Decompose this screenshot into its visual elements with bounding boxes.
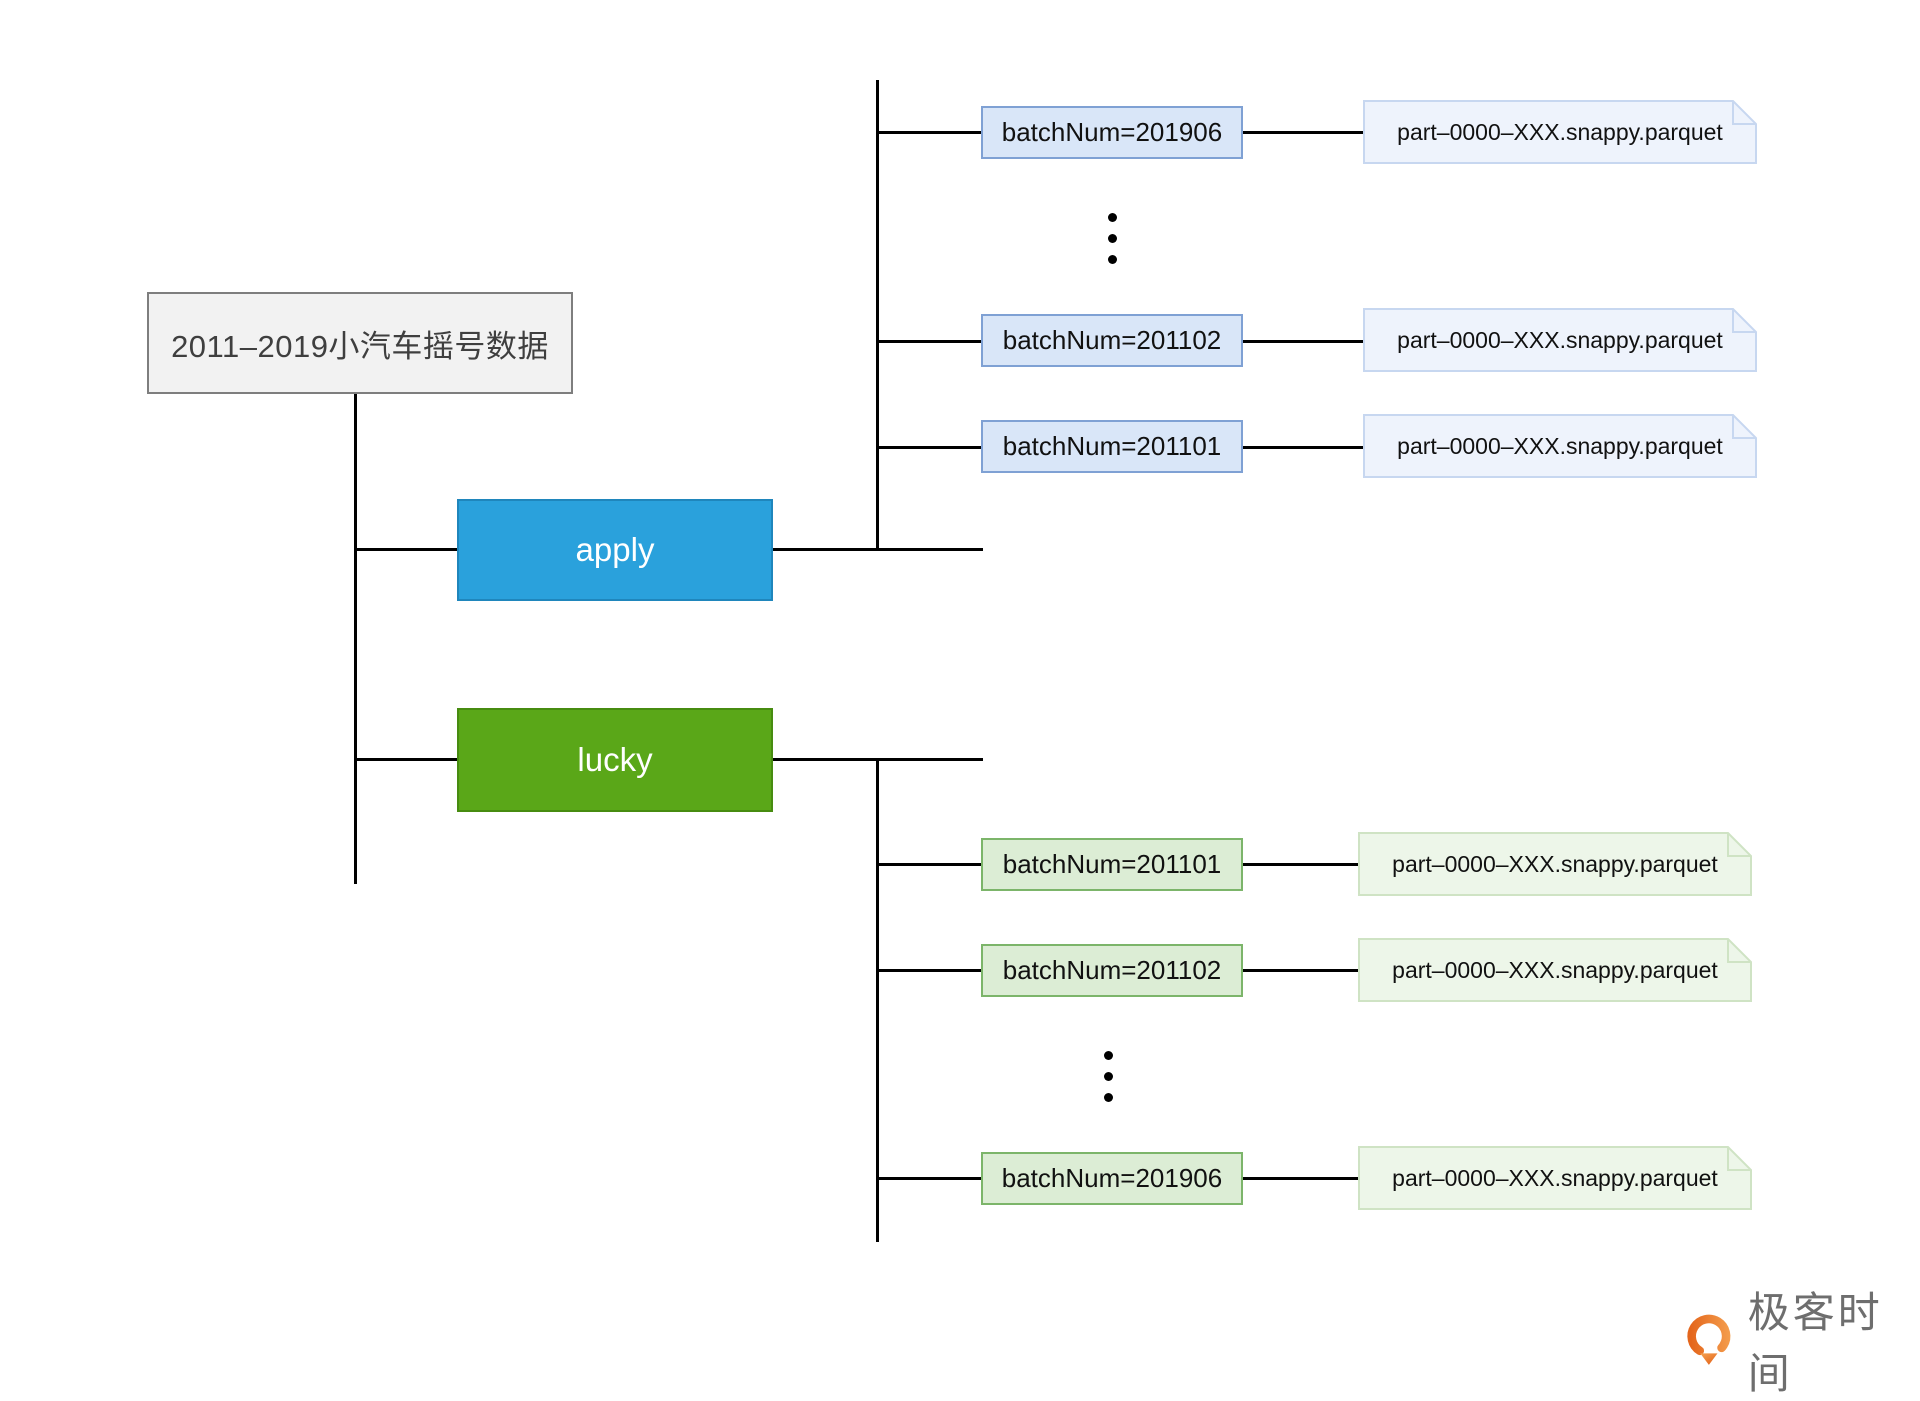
file-name-label: part–0000–XXX.snappy.parquet xyxy=(1392,956,1718,983)
file-name-label: part–0000–XXX.snappy.parquet xyxy=(1392,850,1718,877)
vertical-ellipsis-icon xyxy=(1104,1051,1113,1102)
lucky-file-connector-1 xyxy=(1243,863,1358,866)
lucky-spine-line xyxy=(876,758,879,1242)
file-sheet-icon xyxy=(1358,1146,1752,1210)
lucky-file-connector-2 xyxy=(1243,969,1358,972)
lucky-directory-node: lucky xyxy=(457,708,773,812)
apply-file-connector-2 xyxy=(1243,340,1363,343)
lucky-file-node-1: part–0000–XXX.snappy.parquet xyxy=(1358,832,1752,896)
apply-file-node-1: part–0000–XXX.snappy.parquet xyxy=(1363,100,1757,164)
file-sheet-icon xyxy=(1363,308,1757,372)
lucky-partition-node-201906: batchNum=201906 xyxy=(981,1152,1243,1205)
apply-file-connector-1 xyxy=(1243,131,1363,134)
apply-partition-node-201906: batchNum=201906 xyxy=(981,106,1243,159)
lucky-file-node-2: part–0000–XXX.snappy.parquet xyxy=(1358,938,1752,1002)
file-name-label: part–0000–XXX.snappy.parquet xyxy=(1397,326,1723,353)
file-sheet-icon xyxy=(1363,414,1757,478)
apply-branch-line-3 xyxy=(877,446,981,449)
apply-partition-node-201101: batchNum=201101 xyxy=(981,420,1243,473)
apply-partition-node-201102: batchNum=201102 xyxy=(981,314,1243,367)
lucky-partition-node-201101: batchNum=201101 xyxy=(981,838,1243,891)
file-sheet-icon xyxy=(1358,938,1752,1002)
root-to-lucky-line xyxy=(355,758,458,761)
apply-file-connector-3 xyxy=(1243,446,1363,449)
lucky-partition-node-201102: batchNum=201102 xyxy=(981,944,1243,997)
file-name-label: part–0000–XXX.snappy.parquet xyxy=(1392,1164,1718,1191)
apply-directory-node: apply xyxy=(457,499,773,601)
apply-file-node-2: part–0000–XXX.snappy.parquet xyxy=(1363,308,1757,372)
lucky-file-node-3: part–0000–XXX.snappy.parquet xyxy=(1358,1146,1752,1210)
lucky-branch-line-2 xyxy=(877,969,981,972)
file-sheet-icon xyxy=(1358,832,1752,896)
apply-spine-line xyxy=(876,80,879,551)
geektime-logo-icon xyxy=(1687,1314,1731,1365)
root-dataset-node: 2011–2019小汽车摇号数据 xyxy=(147,292,573,394)
apply-branch-line-2 xyxy=(877,340,981,343)
lucky-branch-line-3 xyxy=(877,1177,981,1180)
root-to-apply-line xyxy=(355,548,458,551)
file-name-label: part–0000–XXX.snappy.parquet xyxy=(1397,118,1723,145)
lucky-branch-line-1 xyxy=(877,863,981,866)
vertical-ellipsis-icon xyxy=(1108,213,1117,264)
apply-file-node-3: part–0000–XXX.snappy.parquet xyxy=(1363,414,1757,478)
file-name-label: part–0000–XXX.snappy.parquet xyxy=(1397,432,1723,459)
file-sheet-icon xyxy=(1363,100,1757,164)
apply-branch-line-1 xyxy=(877,131,981,134)
root-spine-line xyxy=(354,394,357,884)
lucky-file-connector-3 xyxy=(1243,1177,1358,1180)
watermark: 极客时间 xyxy=(1684,1289,1920,1397)
brand-text: 极客时间 xyxy=(1747,1289,1883,1397)
